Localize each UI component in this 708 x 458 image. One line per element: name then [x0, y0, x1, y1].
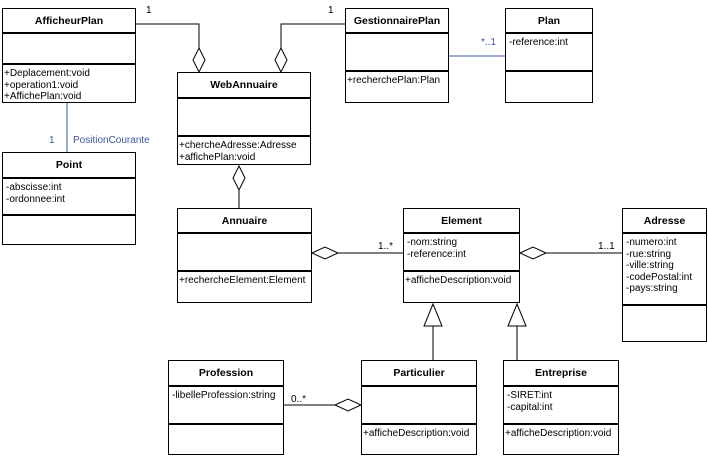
- operation: +AffichePlan:void: [4, 91, 82, 102]
- attribute: -reference:int: [407, 248, 466, 260]
- multiplicity-profession-particulier: 0..*: [291, 394, 307, 405]
- class-name: GestionnairePlan: [346, 9, 448, 34]
- operations-compartment: +recherchePlan:Plan: [346, 72, 448, 102]
- aggregation-diamond-icon: [232, 164, 246, 192]
- attribute: -reference:int: [509, 37, 568, 48]
- operations-compartment: +afficheDescription:void: [504, 425, 618, 454]
- class-name: Particulier: [362, 361, 476, 387]
- operations-compartment: [3, 216, 135, 244]
- class-webannuaire[interactable]: WebAnnuaire +chercheAdresse:Adresse+affic…: [177, 72, 311, 165]
- class-name: Entreprise: [504, 361, 618, 387]
- attributes-compartment: -reference:int: [506, 34, 592, 72]
- class-adresse[interactable]: Adresse-numero:int-rue:string-ville:stri…: [622, 208, 707, 342]
- generalization-triangle-icon: [507, 302, 527, 327]
- class-particulier[interactable]: Particulier +afficheDescription:void: [361, 360, 477, 455]
- aggregation-diamond-icon: [518, 246, 548, 260]
- attribute: -ville:string: [626, 260, 674, 271]
- attributes-compartment: [362, 387, 476, 425]
- operation: +recherchePlan:Plan: [347, 75, 441, 86]
- class-name: AfficheurPlan: [3, 9, 135, 34]
- operation: +Deplacement:void: [4, 68, 90, 79]
- multiplicity-afficheur-point: 1: [49, 135, 55, 146]
- aggregation-diamond-icon: [274, 46, 288, 74]
- aggregation-diamond-icon: [333, 398, 363, 412]
- operations-compartment: +rechercheElement:Element: [178, 272, 311, 302]
- attributes-compartment: -SIRET:int-capital:int: [504, 387, 618, 425]
- operation: +afficheDescription:void: [505, 428, 612, 439]
- class-annuaire[interactable]: Annuaire +rechercheElement:Element: [177, 208, 312, 303]
- aggregation-diamond-icon: [310, 246, 340, 260]
- attribute: -capital:int: [507, 401, 553, 413]
- operation: +operation1:void: [4, 79, 79, 91]
- operations-compartment: +afficheDescription:void: [362, 425, 476, 454]
- line-gestionnaire-webannuaire: [280, 23, 345, 48]
- operation: +chercheAdresse:Adresse: [179, 140, 297, 151]
- operation: +afficheDescription:void: [405, 275, 512, 286]
- class-element[interactable]: Element-nom:string-reference:int+affiche…: [403, 208, 520, 303]
- generalization-triangle-icon: [423, 302, 443, 327]
- attribute: -ordonnee:int: [6, 193, 65, 205]
- multiplicity-gestionnaire-webannuaire: 1: [328, 5, 334, 16]
- operation: +rechercheElement:Element: [179, 275, 306, 286]
- operations-compartment: [169, 425, 283, 454]
- attributes-compartment: [3, 34, 135, 65]
- operation: +affichePlan:void: [179, 151, 256, 163]
- class-name: Element: [404, 209, 519, 234]
- attributes-compartment: [178, 234, 311, 272]
- operations-compartment: [623, 306, 706, 341]
- multiplicity-afficheur-webannuaire: 1: [146, 5, 152, 16]
- attribute: -numero:int: [626, 237, 677, 248]
- multiplicity-gestionnaire-plan: *..1: [481, 37, 497, 48]
- attribute: -abscisse:int: [6, 182, 62, 193]
- attribute: -nom:string: [407, 237, 458, 248]
- attributes-compartment: [346, 34, 448, 72]
- attribute: -pays:string: [626, 283, 678, 294]
- line-afficheur-webannuaire: [136, 23, 200, 48]
- operations-compartment: +afficheDescription:void: [404, 272, 519, 302]
- role-positioncourante: PositionCourante: [73, 135, 150, 146]
- class-profession[interactable]: Profession -libelleProfession:string: [168, 360, 284, 455]
- class-name: Plan: [506, 9, 592, 34]
- class-name: WebAnnuaire: [178, 73, 310, 99]
- class-plan[interactable]: Plan -reference:int: [505, 8, 593, 103]
- aggregation-diamond-icon: [192, 46, 206, 74]
- attribute: -SIRET:int: [507, 390, 553, 401]
- attributes-compartment: -nom:string-reference:int: [404, 234, 519, 272]
- class-point[interactable]: Point-abscisse:int-ordonnee:int: [2, 152, 136, 245]
- multiplicity-annuaire-element: 1..*: [378, 241, 394, 252]
- operations-compartment: [506, 72, 592, 102]
- operations-compartment: +Deplacement:void+operation1:void+Affich…: [3, 65, 135, 102]
- class-name: Point: [3, 153, 135, 179]
- class-name: Annuaire: [178, 209, 311, 234]
- attributes-compartment: [178, 99, 310, 137]
- operation: +afficheDescription:void: [363, 428, 470, 439]
- class-gestionnaireplan[interactable]: GestionnairePlan +recherchePlan:Plan: [345, 8, 449, 103]
- class-name: Profession: [169, 361, 283, 387]
- attributes-compartment: -numero:int-rue:string-ville:string-code…: [623, 234, 706, 306]
- class-name: Adresse: [623, 209, 706, 234]
- attribute: -libelleProfession:string: [172, 390, 276, 401]
- class-entreprise[interactable]: Entreprise-SIRET:int-capital:int+affiche…: [503, 360, 619, 455]
- class-afficheurplan[interactable]: AfficheurPlan +Deplacement:void+operation…: [2, 8, 136, 103]
- attributes-compartment: -abscisse:int-ordonnee:int: [3, 179, 135, 216]
- attributes-compartment: -libelleProfession:string: [169, 387, 283, 425]
- multiplicity-element-adresse: 1..1: [598, 241, 615, 252]
- attribute: -codePostal:int: [626, 271, 693, 283]
- operations-compartment: +chercheAdresse:Adresse+affichePlan:void: [178, 137, 310, 164]
- attribute: -rue:string: [626, 248, 672, 260]
